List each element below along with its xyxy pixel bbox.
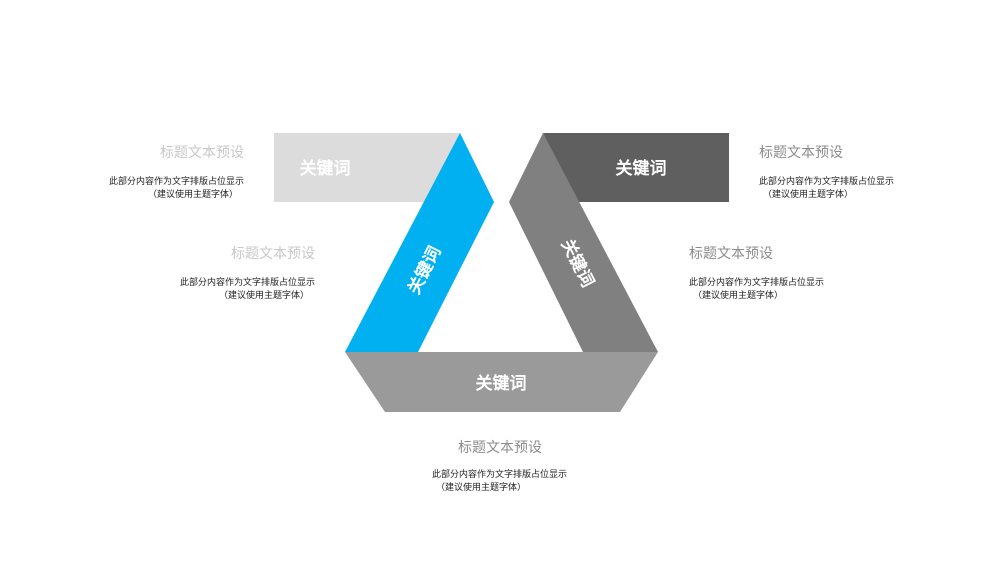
block-body: 此部分内容作为文字排版占位显示 （建议使用主题字体）: [689, 277, 824, 303]
block-body: 此部分内容作为文字排版占位显示 （建议使用主题字体）: [109, 176, 244, 202]
top-right-band: [543, 133, 729, 202]
text-block-top-right: 标题文本预设 此部分内容作为文字排版占位显示 （建议使用主题字体）: [759, 144, 894, 202]
block-body-line2: （建议使用主题字体）: [147, 190, 238, 200]
right-diagonal-band: [509, 133, 658, 352]
block-body-line2: （建议使用主题字体）: [763, 190, 854, 200]
bottom-band: [345, 352, 658, 412]
block-title: 标题文本预设: [759, 145, 843, 161]
block-body-line2: （建议使用主题字体）: [218, 291, 309, 301]
block-body-line2: （建议使用主题字体）: [436, 483, 527, 493]
text-block-mid-right: 标题文本预设 此部分内容作为文字排版占位显示 （建议使用主题字体）: [689, 245, 824, 303]
block-body: 此部分内容作为文字排版占位显示 （建议使用主题字体）: [180, 277, 315, 303]
block-body-line1: 此部分内容作为文字排版占位显示: [759, 177, 895, 187]
block-title: 标题文本预设: [160, 145, 244, 161]
block-body-line2: （建议使用主题字体）: [693, 291, 784, 301]
block-title: 标题文本预设: [458, 440, 542, 456]
block-body-line1: 此部分内容作为文字排版占位显示: [179, 278, 315, 288]
block-title: 标题文本预设: [231, 246, 315, 262]
block-body: 此部分内容作为文字排版占位显示 （建议使用主题字体）: [759, 176, 894, 202]
keyword-bottom: 关键词: [476, 373, 527, 394]
block-body: 此部分内容作为文字排版占位显示 （建议使用主题字体）: [432, 469, 567, 495]
block-body-line1: 此部分内容作为文字排版占位显示: [108, 177, 244, 187]
block-body-line1: 此部分内容作为文字排版占位显示: [689, 278, 825, 288]
text-block-bottom: 标题文本预设 此部分内容作为文字排版占位显示 （建议使用主题字体）: [432, 439, 567, 495]
left-diagonal-band: [345, 133, 494, 352]
text-block-top-left: 标题文本预设 此部分内容作为文字排版占位显示 （建议使用主题字体）: [109, 144, 244, 202]
block-body-line1: 此部分内容作为文字排版占位显示: [432, 470, 568, 480]
keyword-top-right: 关键词: [616, 158, 667, 179]
keyword-top-left: 关键词: [300, 158, 351, 179]
block-title: 标题文本预设: [689, 246, 773, 262]
text-block-mid-left: 标题文本预设 此部分内容作为文字排版占位显示 （建议使用主题字体）: [180, 245, 315, 303]
